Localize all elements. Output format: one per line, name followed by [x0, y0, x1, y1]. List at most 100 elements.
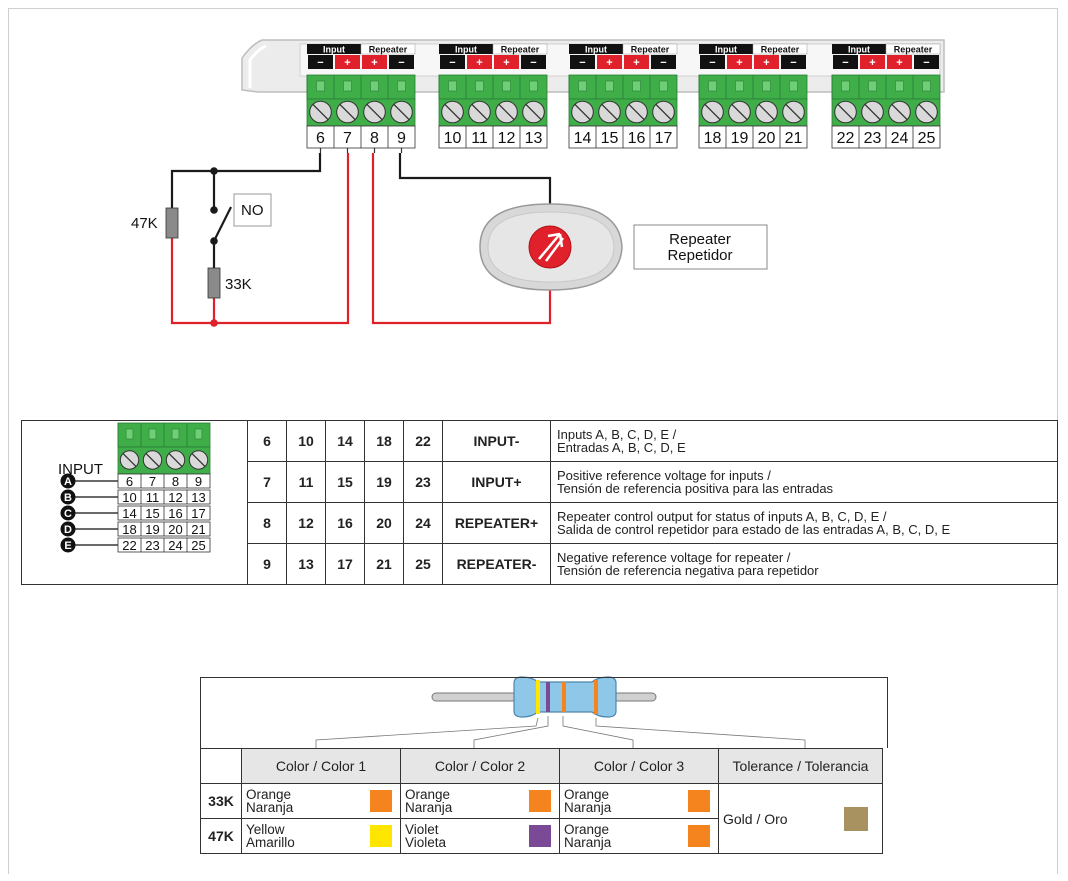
- plus-sign: [494, 55, 519, 69]
- terminal-number: 8: [172, 474, 179, 489]
- terminal-cell: 23: [403, 461, 443, 503]
- band-4: [594, 680, 598, 714]
- description-en: Negative reference voltage for repeater …: [557, 550, 791, 565]
- label-33k: 33K: [225, 276, 252, 293]
- switch-label: NO: [241, 202, 264, 219]
- minus-sign: [389, 55, 414, 69]
- switch-pivot: [210, 206, 218, 214]
- terminal-number: 24: [891, 130, 909, 147]
- resistor-illustration-box: [200, 677, 888, 748]
- terminal-number: 15: [145, 506, 159, 521]
- polarity-label: +: [371, 57, 377, 69]
- label-47k: 47K: [131, 215, 158, 232]
- terminal-cell: 21: [364, 543, 404, 585]
- table-row: 8 12 16 20 24 REPEATER+ Repeater control…: [22, 502, 1058, 544]
- terminal-cell: 20: [364, 502, 404, 544]
- color-name-es: Naranja: [564, 835, 612, 850]
- group-letter-badge: [60, 473, 76, 489]
- plus-sign: [624, 55, 649, 69]
- color-name-es: Naranja: [564, 800, 612, 815]
- terminal-number: 8: [370, 130, 379, 147]
- terminal-number: 7: [149, 474, 156, 489]
- band-2: [546, 682, 550, 712]
- tolerance-cell: Gold / Oro: [718, 783, 883, 854]
- color-swatch: [529, 790, 551, 812]
- terminal-number: 6: [126, 474, 133, 489]
- terminal-number: 10: [122, 490, 136, 505]
- polarity-label: +: [476, 57, 482, 69]
- band-3: [562, 682, 566, 712]
- input-header-label: Input: [323, 45, 345, 55]
- terminal-cell: 10: [286, 420, 326, 462]
- terminal-number: 24: [168, 538, 182, 553]
- repeater-header-label: Repeater: [369, 45, 408, 55]
- description-en: Positive reference voltage for inputs /: [557, 468, 771, 483]
- terminal-cell: 22: [403, 420, 443, 462]
- minus-sign: [440, 55, 465, 69]
- polarity-label: −: [660, 57, 666, 69]
- resistor-value-label: 47K: [200, 818, 242, 854]
- repeater-header-label: Repeater: [894, 45, 933, 55]
- terminal-number: 17: [191, 506, 205, 521]
- terminal-cell: 6: [247, 420, 287, 462]
- terminal-number: 19: [145, 522, 159, 537]
- polarity-label: −: [709, 57, 715, 69]
- terminal-number: 11: [146, 490, 160, 505]
- description-es: Salida de control repetidor para estado …: [557, 522, 951, 537]
- description-cell: Inputs A, B, C, D, E / Entradas A, B, C,…: [550, 420, 1058, 462]
- table-row: 9 13 17 21 25 REPEATER- Negative referen…: [22, 543, 1058, 585]
- group-letter: B: [64, 492, 72, 504]
- polarity-label: −: [579, 57, 585, 69]
- description-cell: Positive reference voltage for inputs / …: [550, 461, 1058, 503]
- minus-sign: [833, 55, 858, 69]
- resistor-47k: [165, 207, 179, 239]
- terminal-number: 9: [397, 130, 406, 147]
- polarity-label: −: [449, 57, 455, 69]
- group-letter-badge: [60, 521, 76, 537]
- header-color-2: Color / Color 2: [400, 748, 560, 784]
- terminal-number: 10: [444, 130, 462, 147]
- color-name-en: Violet: [405, 822, 439, 837]
- terminal-number: 22: [837, 130, 855, 147]
- terminal-number: 20: [758, 130, 776, 147]
- plus-sign: [887, 55, 912, 69]
- wires: [170, 153, 552, 327]
- color-swatch: [370, 825, 392, 847]
- plus-sign: [362, 55, 387, 69]
- terminal-cell: 9: [247, 543, 287, 585]
- color-name-es: Naranja: [405, 800, 453, 815]
- repeater-header-label: Repeater: [761, 45, 800, 55]
- color-name-es: Amarillo: [246, 835, 295, 850]
- repeater-header-label: Repeater: [501, 45, 540, 55]
- resistor-value-label: 33K: [200, 783, 242, 819]
- table-header-row: Color / Color 1 Color / Color 2 Color / …: [200, 748, 883, 784]
- terminal-cell: 18: [364, 420, 404, 462]
- table-row: 7 11 15 19 23 INPUT+ Positive reference …: [22, 461, 1058, 503]
- description-es: Tensión de referencia positiva para las …: [557, 481, 834, 496]
- color-name-en: Orange: [564, 822, 610, 837]
- header-blank: [200, 748, 242, 784]
- minus-sign: [700, 55, 725, 69]
- minus-sign: [914, 55, 939, 69]
- polarity-label: +: [896, 57, 902, 69]
- terminal-number: 14: [122, 506, 136, 521]
- function-cell: INPUT+: [442, 461, 551, 503]
- color-name-es: Naranja: [246, 800, 294, 815]
- group-letter: C: [64, 508, 72, 520]
- input-header: [439, 44, 493, 54]
- group-letter: A: [64, 476, 72, 488]
